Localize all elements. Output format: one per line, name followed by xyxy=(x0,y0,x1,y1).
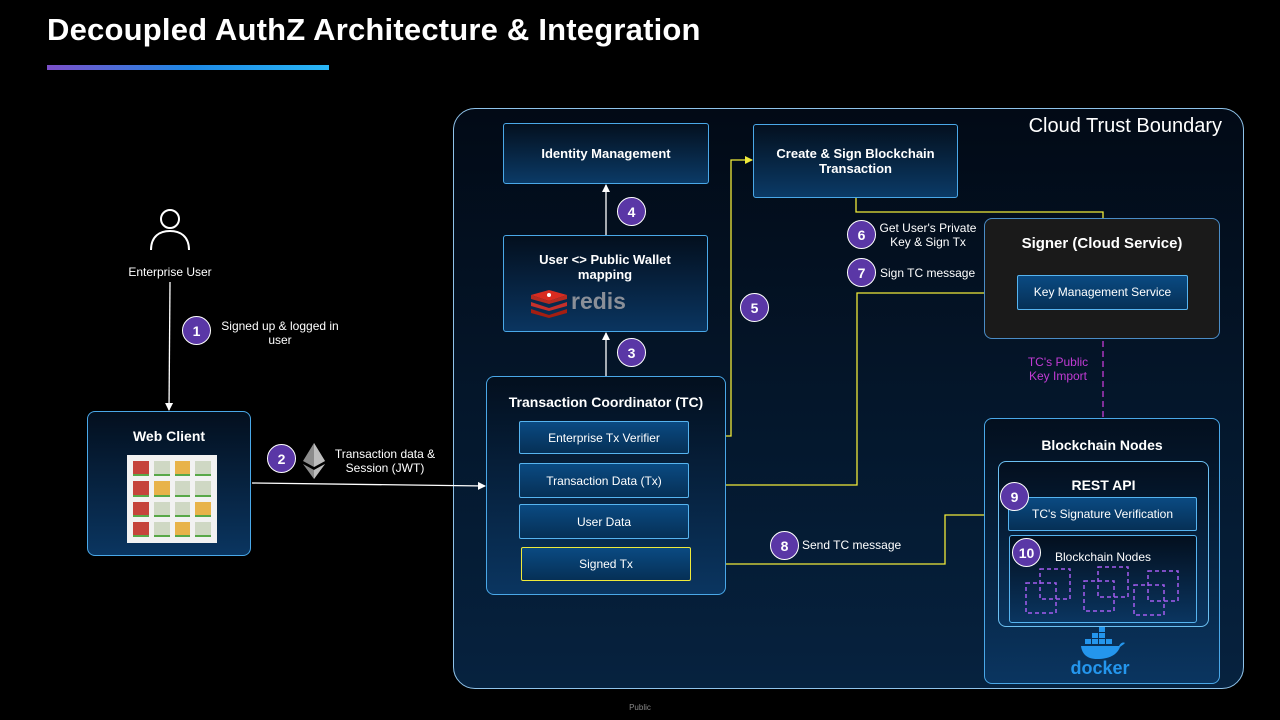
step-9-badge: 9 xyxy=(1000,482,1029,511)
web-client-title: Web Client xyxy=(132,428,206,444)
page-title: Decoupled AuthZ Architecture & Integrati… xyxy=(47,12,701,47)
inner-blockchain-nodes-label: Blockchain Nodes xyxy=(1054,550,1152,564)
web-client-screenshot xyxy=(127,455,217,543)
identity-management-box[interactable]: Identity Management xyxy=(503,123,709,184)
step-7-badge: 7 xyxy=(847,258,876,287)
node-cube-icon xyxy=(1025,566,1179,616)
step-1-badge: 1 xyxy=(182,316,211,345)
kms-box[interactable]: Key Management Service xyxy=(1017,275,1188,310)
step-1-label: Signed up & logged in user xyxy=(221,319,339,347)
step-4-badge: 4 xyxy=(617,197,646,226)
wallet-mapping-box[interactable] xyxy=(503,235,708,332)
footer-label: Public xyxy=(629,703,651,712)
user-icon xyxy=(150,209,190,251)
blockchain-nodes-title: Blockchain Nodes xyxy=(1041,437,1163,453)
create-sign-tx-box[interactable]: Create & Sign Blockchain Transaction xyxy=(753,124,958,198)
step-2-label: Transaction data & Session (JWT) xyxy=(334,447,436,475)
redis-logo-text: redis xyxy=(571,288,626,314)
redis-icon xyxy=(531,290,567,318)
step-10-badge: 10 xyxy=(1012,538,1041,567)
ethereum-icon xyxy=(303,443,325,479)
user-data[interactable]: User Data xyxy=(519,504,689,539)
step-2-badge: 2 xyxy=(267,444,296,473)
arrow-user-to-webclient xyxy=(165,281,174,411)
arrow-webclient-to-tc xyxy=(251,481,486,490)
transaction-coordinator-title: Transaction Coordinator (TC) xyxy=(508,394,704,410)
step-8-label: Send TC message xyxy=(802,538,902,552)
rest-api-label: REST API xyxy=(1071,477,1136,493)
title-underline xyxy=(47,65,329,70)
step-3-badge: 3 xyxy=(617,338,646,367)
tc-public-key-import-label: TC's Public Key Import xyxy=(1027,355,1089,383)
signature-verification[interactable]: TC's Signature Verification xyxy=(1008,497,1197,531)
step-5-badge: 5 xyxy=(740,293,769,322)
wallet-mapping-title: User <> Public Wallet mapping xyxy=(539,252,671,282)
docker-logo-text: docker xyxy=(1070,658,1130,678)
signed-tx[interactable]: Signed Tx xyxy=(521,547,691,581)
step-6-label: Get User's Private Key & Sign Tx xyxy=(879,221,977,249)
transaction-data[interactable]: Transaction Data (Tx) xyxy=(519,463,689,498)
signer-title: Signer (Cloud Service) xyxy=(1021,235,1183,252)
cloud-trust-boundary-label: Cloud Trust Boundary xyxy=(1028,115,1222,137)
docker-icon xyxy=(1081,627,1125,659)
step-7-label: Sign TC message xyxy=(880,266,976,280)
enterprise-tx-verifier[interactable]: Enterprise Tx Verifier xyxy=(519,421,689,454)
arrow-tc-to-kms xyxy=(726,289,1017,486)
arrow-signedtx-to-verification xyxy=(691,511,1011,565)
enterprise-user-label: Enterprise User xyxy=(128,265,212,279)
step-6-badge: 6 xyxy=(847,220,876,249)
step-8-badge: 8 xyxy=(770,531,799,560)
